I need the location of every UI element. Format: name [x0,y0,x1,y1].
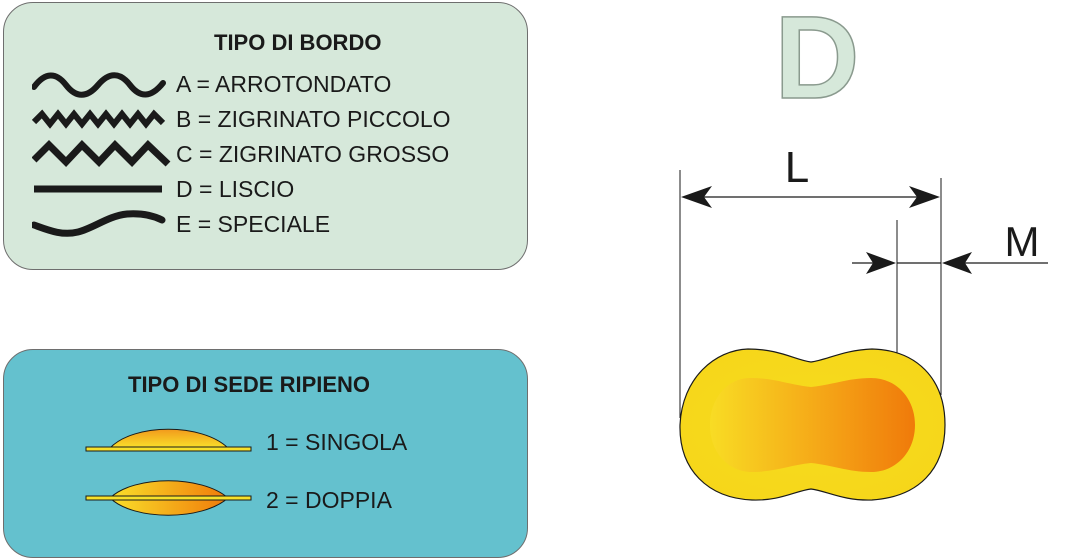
smooth-edge-icon [34,185,162,193]
filling-seat-title: TIPO DI SEDE RIPIENO [128,372,371,397]
edge-type-item-a: A = ARROTONDATO [4,67,524,102]
pasta-filling-seat [710,378,915,472]
arrowhead-m-right-icon [942,252,972,274]
filling-seat-label-single: 1 = SINGOLA [266,429,408,455]
edge-type-label-c: C = ZIGRINATO GROSSO [176,141,450,167]
edge-type-label-e: E = SPECIALE [176,211,331,237]
edge-type-item-d: D = LISCIO [4,172,524,207]
edge-type-item-c: C = ZIGRINATO GROSSO [4,137,524,172]
edge-type-item-e: E = SPECIALE [4,207,524,242]
arrowhead-m-left-icon [866,252,896,274]
dimension-label-l: L [785,143,809,192]
shape-code-letter: D [774,0,859,124]
coarse-knurl-icon [32,140,171,168]
filling-seat-item-double: 2 = DOPPIA [4,473,524,523]
edge-type-label-a: A = ARROTONDATO [176,71,392,97]
single-seat-icon [85,428,252,452]
filling-seat-panel: TIPO DI SEDE RIPIENO 1 = SINGOLA [3,349,528,558]
arrowhead-right-icon [909,186,940,208]
filling-seat-item-single: 1 = SINGOLA [4,415,524,465]
dimension-label-m: M [1005,218,1040,265]
edge-type-label-d: D = LISCIO [176,176,295,202]
arrowhead-left-icon [681,186,712,208]
edge-type-item-b: B = ZIGRINATO PICCOLO [4,102,524,137]
edge-type-panel: TIPO DI BORDO A = ARROTONDATO B = ZIGRIN… [3,2,528,270]
edge-type-title: TIPO DI BORDO [214,30,382,55]
edge-type-label-b: B = ZIGRINATO PICCOLO [176,106,451,132]
special-edge-icon [32,210,166,237]
double-seat-icon [85,480,252,516]
filling-seat-label-double: 2 = DOPPIA [266,487,392,513]
small-knurl-icon [32,109,166,129]
rounded-edge-icon [32,72,166,98]
